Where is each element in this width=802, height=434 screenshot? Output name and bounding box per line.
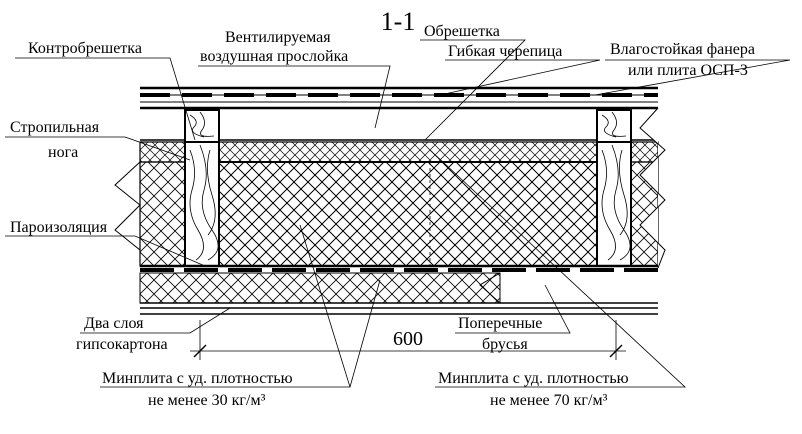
label-batten: Обрешетка: [424, 23, 500, 40]
label-plywood-2: или плита ОСП-3: [628, 62, 748, 79]
label-counter-batten: Контробрешетка: [28, 40, 142, 57]
leader-lines: [5, 39, 791, 388]
cross-bar-insulation: [139, 272, 501, 304]
label-vent-gap-1: Вентилируемая: [225, 29, 331, 46]
rafter-right: [596, 141, 632, 267]
label-cross-bars-2: брусья: [482, 336, 528, 353]
label-wool70-1: Минплита с уд. плотностью: [438, 370, 629, 387]
label-plywood-1: Влагостойкая фанера: [610, 41, 755, 58]
dimension-label: 600: [393, 328, 423, 350]
label-wool70-2: не менее 70 кг/м³: [490, 392, 608, 409]
label-rafter-2: нога: [48, 144, 78, 161]
vapor-barrier-layer: [140, 264, 658, 272]
counter-batten-left: [184, 109, 220, 143]
roofing-layers: [140, 86, 658, 110]
label-vapor-barrier: Пароизоляция: [10, 219, 108, 236]
label-wool30-1: Минплита с уд. плотностью: [102, 370, 293, 387]
label-gypsum-1: Два слоя: [84, 315, 144, 332]
rafter-left: [184, 141, 220, 267]
gypsum-board-layers: [140, 302, 658, 315]
label-vent-gap-2: воздушная прослойка: [200, 48, 348, 65]
label-cross-bars-1: Поперечные: [458, 315, 542, 332]
label-shingles: Гибкая черепица: [448, 43, 562, 60]
label-gypsum-2: гипсокартона: [76, 336, 168, 353]
label-wool30-2: не менее 30 кг/м³: [148, 392, 266, 409]
label-rafter-1: Стропильная: [10, 119, 100, 136]
insulation-bay: [218, 161, 598, 267]
dimension-600: 600: [190, 320, 626, 360]
section-title: 1-1: [381, 7, 416, 36]
counter-batten-right: [596, 109, 632, 143]
